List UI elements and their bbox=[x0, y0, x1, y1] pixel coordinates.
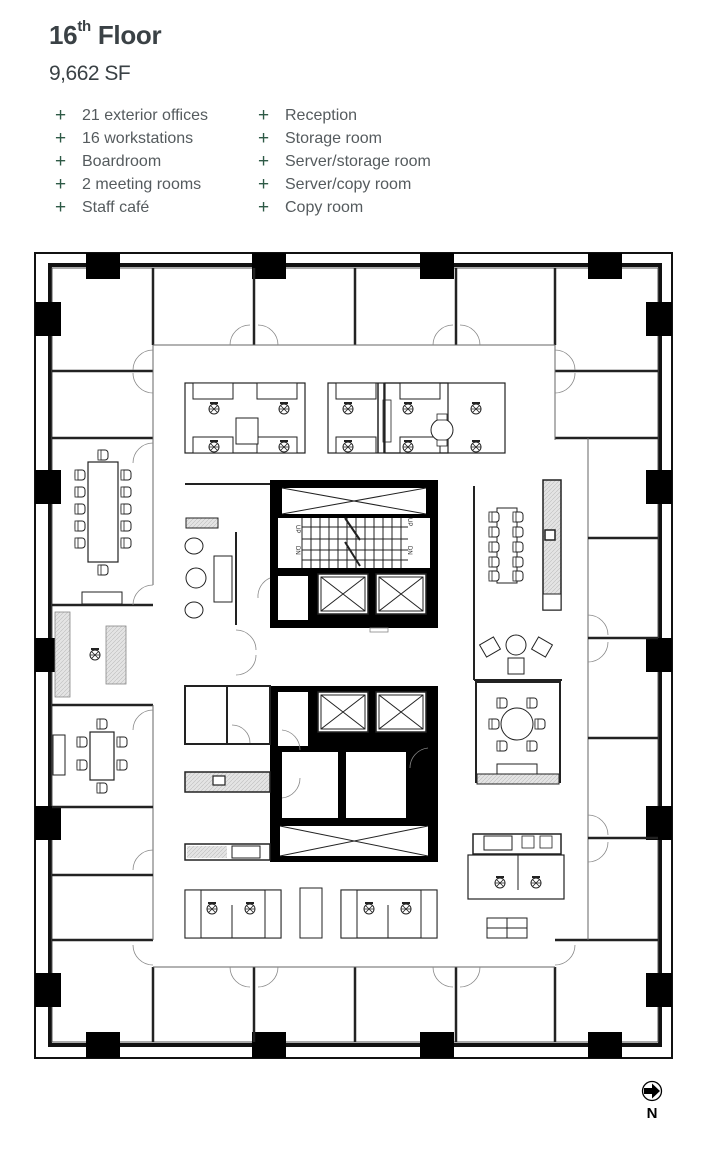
feature-item: + Staff café bbox=[55, 196, 208, 219]
plus-icon: + bbox=[55, 104, 67, 126]
plus-icon: + bbox=[258, 196, 270, 218]
feature-label: 16 workstations bbox=[82, 129, 194, 147]
feature-item: + Server/storage room bbox=[258, 150, 431, 173]
north-label: N bbox=[646, 1105, 658, 1122]
feature-label: Copy room bbox=[285, 198, 364, 216]
stair-label-up: UP bbox=[406, 518, 412, 526]
feature-label: Staff café bbox=[82, 198, 150, 216]
meeting-room-left bbox=[52, 718, 128, 794]
plus-icon: + bbox=[258, 150, 270, 172]
bottom-offices bbox=[52, 938, 658, 1042]
feature-item: +21 exterior offices bbox=[55, 104, 208, 127]
feature-label: Server/copy room bbox=[285, 175, 412, 193]
left-offices bbox=[52, 345, 154, 940]
storage-rooms bbox=[184, 685, 271, 861]
top-offices bbox=[151, 268, 557, 346]
feature-item: +16 workstations bbox=[55, 127, 208, 150]
structural-columns bbox=[35, 253, 672, 1058]
office-left-middle bbox=[54, 611, 127, 698]
reception-area bbox=[184, 483, 270, 676]
staff-cafe bbox=[473, 479, 562, 681]
feature-label: Boardroom bbox=[82, 152, 162, 170]
stair-label-up: UP bbox=[294, 525, 300, 533]
feature-label: 21 exterior offices bbox=[82, 106, 208, 124]
plus-icon: + bbox=[55, 127, 67, 149]
stair-label-dn: DN bbox=[406, 546, 412, 555]
feature-list-right: + Reception + Storage room + Server/storage… bbox=[258, 104, 431, 219]
plus-icon: + bbox=[258, 104, 270, 126]
feature-item: + Copy room bbox=[258, 196, 431, 219]
feature-label: Storage room bbox=[285, 129, 382, 147]
stair-label-dn: DN bbox=[294, 546, 300, 555]
plus-icon: + bbox=[258, 173, 270, 195]
floor-title: 16th Floor bbox=[49, 18, 162, 51]
plus-icon: + bbox=[55, 173, 67, 195]
feature-item: + Reception bbox=[258, 104, 431, 127]
feature-item: + Boardroom bbox=[55, 150, 208, 173]
feature-list-left: +21 exterior offices +16 workstations + B… bbox=[55, 104, 208, 219]
meeting-room-right bbox=[475, 681, 561, 785]
copy-room bbox=[467, 833, 565, 939]
plus-icon: + bbox=[258, 127, 270, 149]
floor-number: 16 bbox=[49, 20, 78, 50]
feature-item: + Server/copy room bbox=[258, 173, 431, 196]
boardroom bbox=[74, 449, 132, 605]
building-core: UP DN UP DN bbox=[257, 480, 438, 862]
feature-item: + Storage room bbox=[258, 127, 431, 150]
right-offices bbox=[554, 345, 658, 940]
plus-icon: + bbox=[55, 150, 67, 172]
floor-suffix: th bbox=[77, 18, 91, 35]
feature-label: Reception bbox=[285, 106, 358, 124]
north-arrow-icon bbox=[641, 1080, 663, 1102]
floor-area: 9,662 SF bbox=[49, 62, 131, 85]
workstations-top bbox=[184, 382, 506, 454]
plus-icon: + bbox=[55, 196, 67, 218]
workstations-bottom bbox=[184, 887, 438, 939]
feature-label: Server/storage room bbox=[285, 152, 431, 170]
floor-word: Floor bbox=[97, 20, 162, 50]
feature-label: 2 meeting rooms bbox=[82, 175, 202, 193]
feature-item: +2 meeting rooms bbox=[55, 173, 208, 196]
north-compass: N bbox=[640, 1080, 664, 1122]
